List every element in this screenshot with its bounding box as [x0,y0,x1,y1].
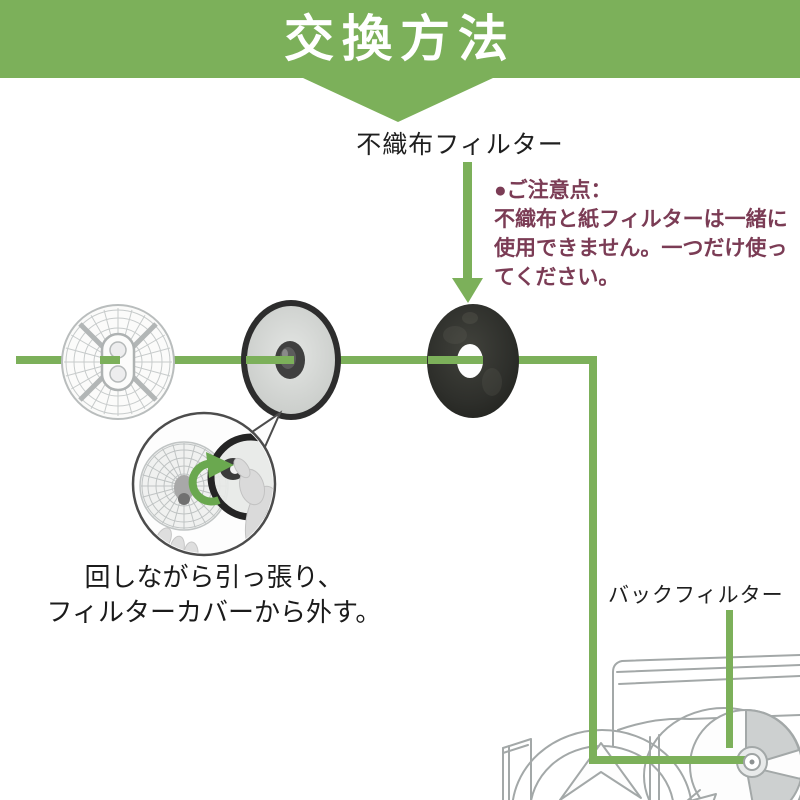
axis-segment-3 [428,356,483,364]
removal-caption: 回しながら引っ張り、 フィルターカバーから外す。 [18,560,410,630]
caution-line-1: 不織布と紙フィルターは一緒に [494,207,788,231]
side-panel [502,738,532,800]
caution-note: ●ご注意点： 不織布と紙フィルターは一緒に 使用できません。一つだけ使っ てくだ… [494,176,794,292]
backfilter-pointer-line [726,610,733,748]
caption-line-1: 回しながら引っ張り、 [84,563,344,592]
caution-line-2: 使用できません。一つだけ使っ [494,236,788,260]
left-fan [511,729,693,800]
detail-inset-bubble [131,410,283,557]
filter-cover-disc [61,304,175,420]
handle-notch-top [109,341,127,359]
nonwoven-filter-label: 不織布フィルター [356,132,564,159]
handle-notch-bottom [109,365,127,383]
caption-line-2: フィルターカバーから外す。 [46,598,382,627]
down-arrow-icon [452,162,483,303]
axis-segment-2 [246,356,294,364]
fan-divider [649,734,660,800]
unit-sketch [502,654,800,800]
caution-heading: ●ご注意点： [494,178,612,202]
back-filter-label: バックフィルター [608,583,784,607]
caution-line-3: てください。 [494,265,620,289]
page-title: 交換方法 [284,11,516,67]
unit-lid [612,654,800,747]
header-banner: 交換方法 [0,0,800,78]
down-chevron-icon [303,78,493,122]
filter-frame-disc [241,300,341,420]
fan-hub-cap [743,753,761,771]
axis-segment-1 [100,356,120,364]
right-fan [643,707,800,800]
rotate-arrow-icon [188,452,234,506]
unit-body-edge [617,714,800,731]
right-vertical-line [589,356,597,764]
nonwoven-filter-disc [427,304,519,418]
bottom-horizontal-line [589,756,747,764]
